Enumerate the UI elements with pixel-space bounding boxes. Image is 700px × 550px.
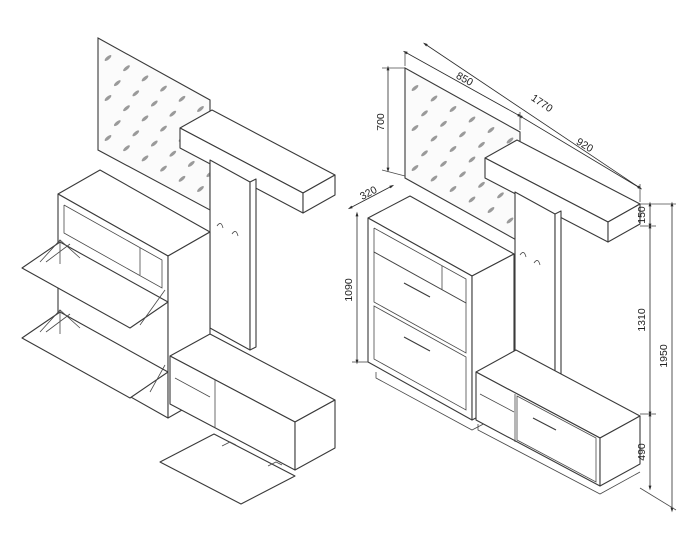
bench-door: [516, 395, 597, 483]
coat-hook-right: [519, 252, 541, 266]
mirror-pattern-leaf: [160, 85, 167, 92]
mirror-pattern-leaf: [411, 125, 419, 131]
mirror-pattern-leaf: [113, 120, 121, 127]
dim-shelf-width: 920: [574, 136, 595, 155]
dim-shelf-height: 150: [636, 206, 648, 224]
mirror-pattern-leaf: [141, 115, 149, 122]
mirror-pattern-leaf: [160, 125, 167, 132]
bench-right: [475, 349, 641, 495]
right-view: 700 850 1770 920 320 1090 150 1310 1950 …: [343, 42, 677, 513]
dim-total-height: 1950: [658, 344, 670, 368]
mirror-pattern-leaf: [123, 105, 130, 112]
mirror-pattern-leaf: [169, 110, 177, 117]
dimension-lines: [347, 42, 677, 513]
mirror-pattern-leaf: [197, 186, 204, 192]
cabinet-door-lower: [373, 305, 467, 411]
hanger-panel-left: [209, 159, 257, 351]
mirror-pattern-leaf: [497, 192, 504, 199]
mirror-pattern-leaf: [468, 196, 476, 203]
mirror-pattern-leaf: [178, 175, 186, 182]
mirror-pattern-leaf: [506, 217, 514, 224]
mirror-pattern-leaf: [160, 165, 167, 172]
cabinet-door-upper: [373, 251, 467, 354]
mirror-pattern-leaf: [411, 165, 419, 171]
mirror-pattern-leaf: [132, 90, 140, 97]
dim-bench-height: 490: [636, 443, 648, 461]
mirror-pattern-leaf: [132, 130, 140, 137]
mirror-pattern-leaf: [104, 135, 112, 141]
mirror-pattern-leaf: [178, 95, 186, 102]
left-view: [21, 37, 336, 505]
mirror-pattern-leaf: [487, 207, 495, 213]
mirror-pattern-leaf: [113, 80, 121, 87]
mirror-pattern-leaf: [197, 106, 204, 112]
hinge-lower-left: [39, 309, 81, 334]
dim-shoe-cabinet-height: 1090: [343, 278, 355, 302]
open-flap-upper: [21, 241, 169, 329]
mirror-pattern-leaf: [169, 150, 177, 157]
dim-hanger-height: 1310: [636, 308, 648, 332]
hinge-bench: [221, 441, 283, 467]
handle-bench: [532, 417, 557, 431]
mirror-pattern-leaf: [141, 75, 149, 82]
mirror-pattern-leaf: [123, 145, 130, 152]
mirror-pattern-leaf: [104, 95, 112, 101]
mirror-pattern-leaf: [187, 160, 195, 167]
hanger-panel-right: [514, 191, 562, 379]
mirror-pattern-leaf: [141, 155, 149, 162]
dim-mirror-height: 700: [375, 113, 387, 131]
mirror-pattern-leaf: [123, 65, 130, 72]
open-flap-lower: [21, 311, 169, 399]
dim-mirror-width: 850: [454, 70, 475, 89]
dim-total-width: 1770: [529, 92, 555, 115]
handle-lower: [403, 336, 431, 352]
hinge-upper-left: [39, 239, 81, 264]
handle-upper: [403, 282, 431, 298]
top-shelf-left: [179, 109, 336, 214]
open-door-bench: [159, 433, 296, 505]
coat-hook-left: [216, 223, 239, 237]
mirror-pattern-leaf: [104, 55, 112, 61]
bench-left: [159, 333, 336, 505]
dim-depth: 320: [358, 184, 379, 203]
mirror-pattern-leaf: [150, 100, 158, 107]
mirror-pattern-leaf: [150, 140, 158, 147]
